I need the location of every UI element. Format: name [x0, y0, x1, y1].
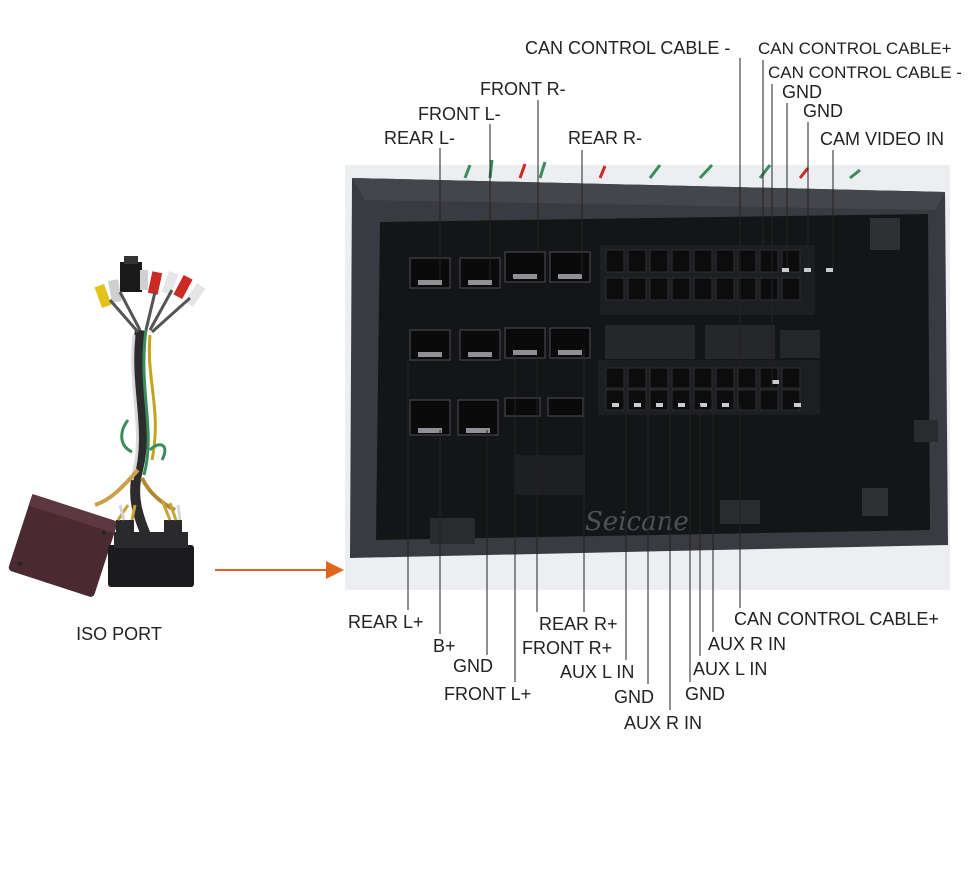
label-aux-r-in-1: AUX R IN: [624, 713, 702, 733]
label-front-r-neg: FRONT R-: [480, 79, 566, 99]
label-gnd-bottom-3: GND: [685, 684, 725, 704]
label-rear-l-pos: REAR L+: [348, 612, 424, 632]
label-aux-l-in-2: AUX L IN: [693, 659, 767, 679]
label-can-control-cable-pos-bottom: CAN CONTROL CABLE+: [734, 609, 939, 629]
label-b-pos: B+: [433, 636, 456, 656]
label-rear-r-neg: REAR R-: [568, 128, 642, 148]
label-can-control-cable-pos-top: CAN CONTROL CABLE+: [758, 39, 952, 58]
label-gnd-top-2: GND: [803, 101, 843, 121]
label-gnd-bottom-1: GND: [453, 656, 493, 676]
label-cam-video-in: CAM VIDEO IN: [820, 129, 944, 149]
label-aux-r-in-2: AUX R IN: [708, 634, 786, 654]
watermark: Seicane: [585, 507, 689, 537]
label-rear-r-pos: REAR R+: [539, 614, 618, 634]
label-front-l-pos: FRONT L+: [444, 684, 531, 704]
label-can-control-cable-neg-1: CAN CONTROL CABLE -: [525, 38, 730, 58]
label-rear-l-neg: REAR L-: [384, 128, 455, 148]
iso-harness-illustration: [8, 256, 206, 597]
iso-port-label: ISO PORT: [76, 624, 162, 644]
label-gnd-bottom-2: GND: [614, 687, 654, 707]
bottom-pin-labels: REAR L+ B+ GND FRONT L+ REAR R+ FRONT R+…: [348, 350, 939, 733]
top-pin-labels: CAN CONTROL CABLE - CAN CONTROL CABLE+ C…: [384, 38, 962, 390]
label-front-l-neg: FRONT L-: [418, 104, 501, 124]
label-front-r-pos: FRONT R+: [522, 638, 612, 658]
label-aux-l-in-1: AUX L IN: [560, 662, 634, 682]
label-can-control-cable-neg-2: CAN CONTROL CABLE -: [768, 63, 962, 82]
arrow-right-icon: [215, 561, 344, 579]
label-gnd-top-1: GND: [782, 82, 822, 102]
